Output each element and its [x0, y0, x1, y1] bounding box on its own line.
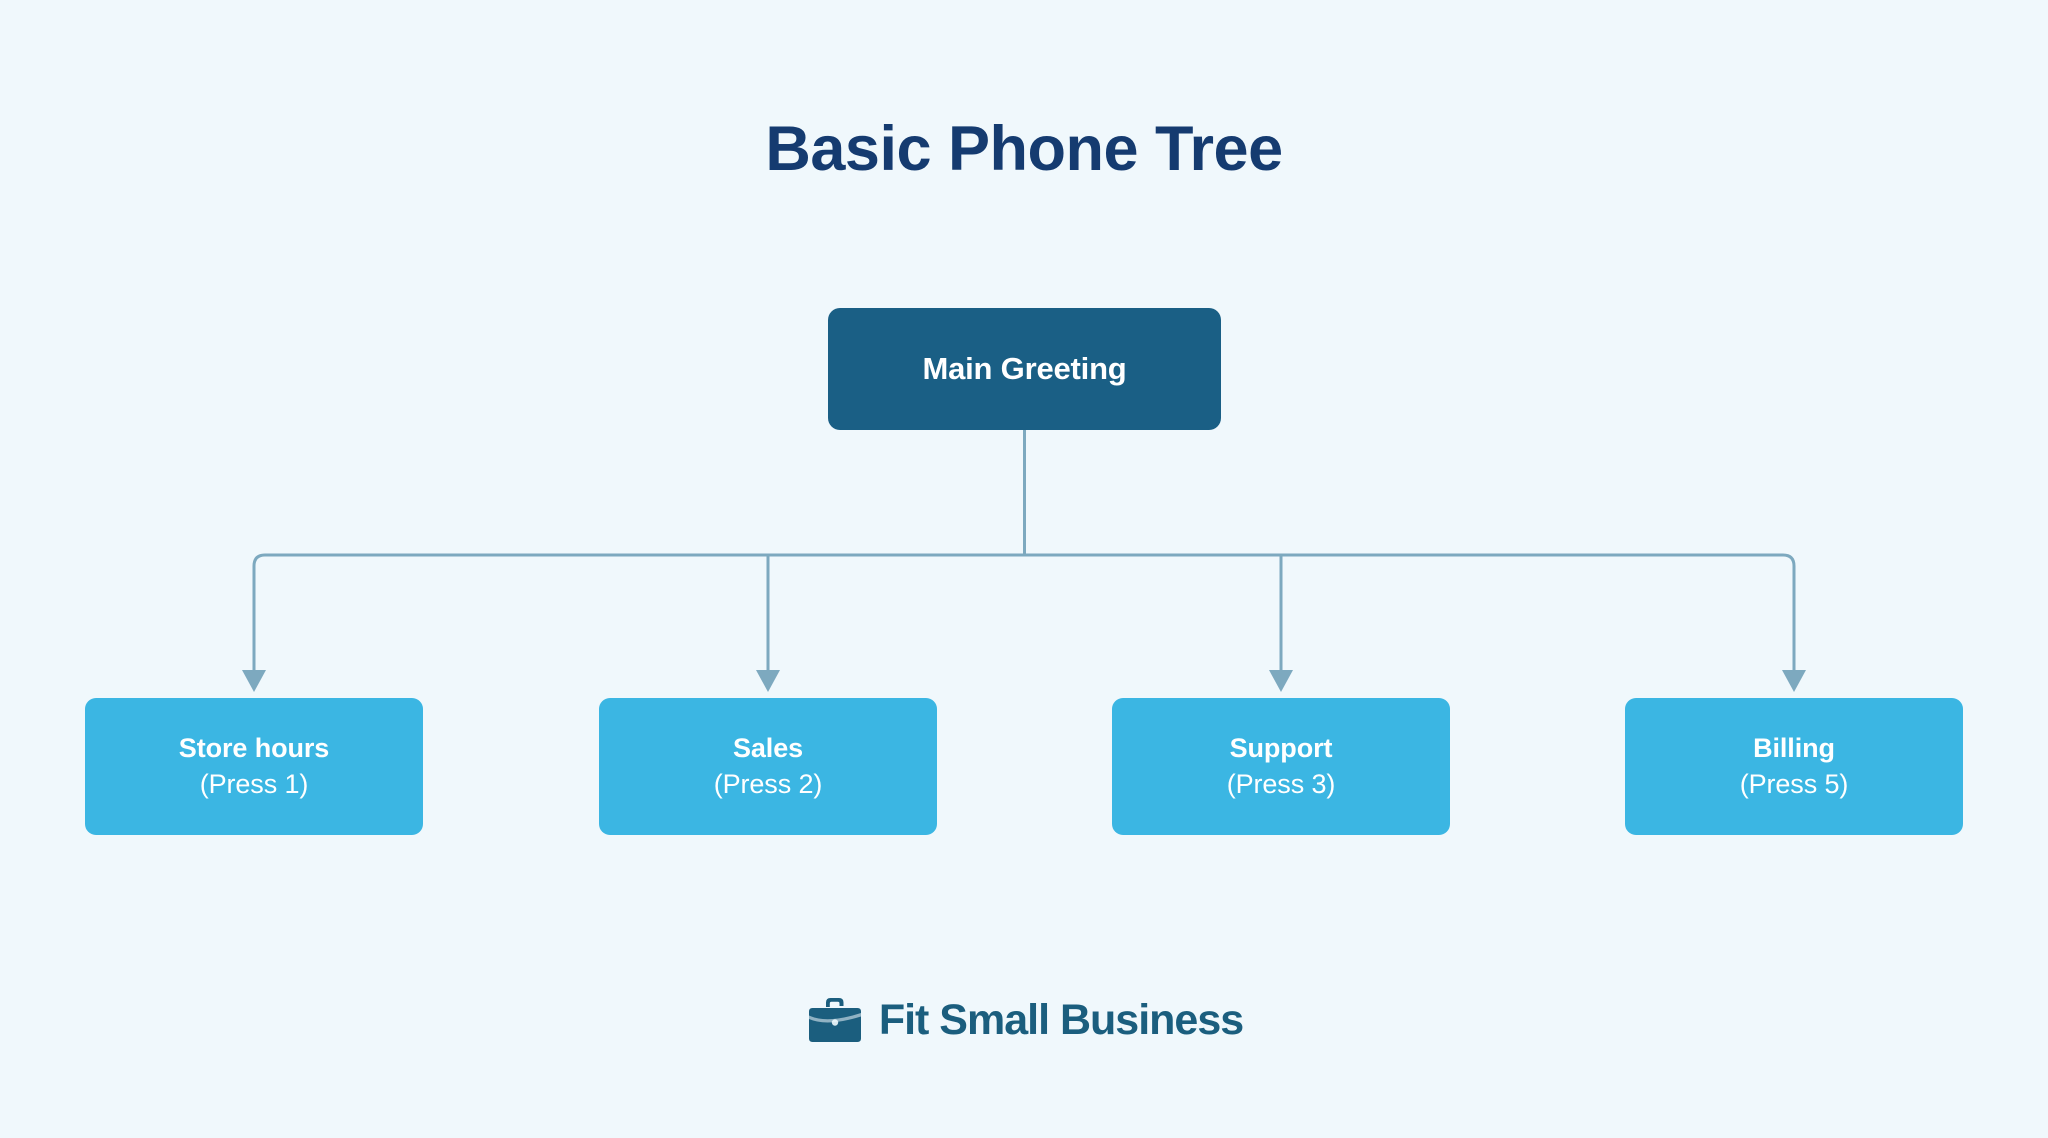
node-store-hours-label: Store hours	[178, 732, 330, 763]
node-support-sublabel: (Press 3)	[1226, 768, 1336, 799]
node-main-greeting-label: Main Greeting	[922, 350, 1127, 386]
node-support-label: Support	[1229, 732, 1333, 763]
connector-bus-branch-0	[252, 553, 1025, 670]
node-billing-sublabel: (Press 5)	[1739, 768, 1849, 799]
node-sales[interactable]: Sales (Press 2)	[599, 698, 937, 835]
brand-name: Fit Small Business	[878, 995, 1244, 1044]
arrowhead-store-hours	[242, 670, 266, 692]
node-main-greeting[interactable]: Main Greeting	[828, 308, 1221, 430]
arrowhead-billing	[1782, 670, 1806, 692]
node-billing-label: Billing	[1753, 732, 1835, 763]
brand-logo: Fit Small Business	[0, 993, 2048, 1047]
arrowhead-support	[1269, 670, 1293, 692]
briefcase-icon	[808, 998, 861, 1042]
node-sales-sublabel: (Press 2)	[713, 768, 823, 799]
node-sales-label: Sales	[732, 732, 804, 763]
connector-bus-branch-3	[1024, 553, 1796, 670]
arrowhead-sales	[756, 670, 780, 692]
node-store-hours-sublabel: (Press 1)	[199, 768, 309, 799]
node-billing[interactable]: Billing (Press 5)	[1625, 698, 1963, 835]
connector-bus-branch-1	[766, 553, 1025, 670]
node-support[interactable]: Support (Press 3)	[1112, 698, 1450, 835]
page-title: Basic Phone Tree	[765, 114, 1283, 184]
node-store-hours[interactable]: Store hours (Press 1)	[85, 698, 423, 835]
connector-bus-branch-2	[1024, 553, 1283, 670]
